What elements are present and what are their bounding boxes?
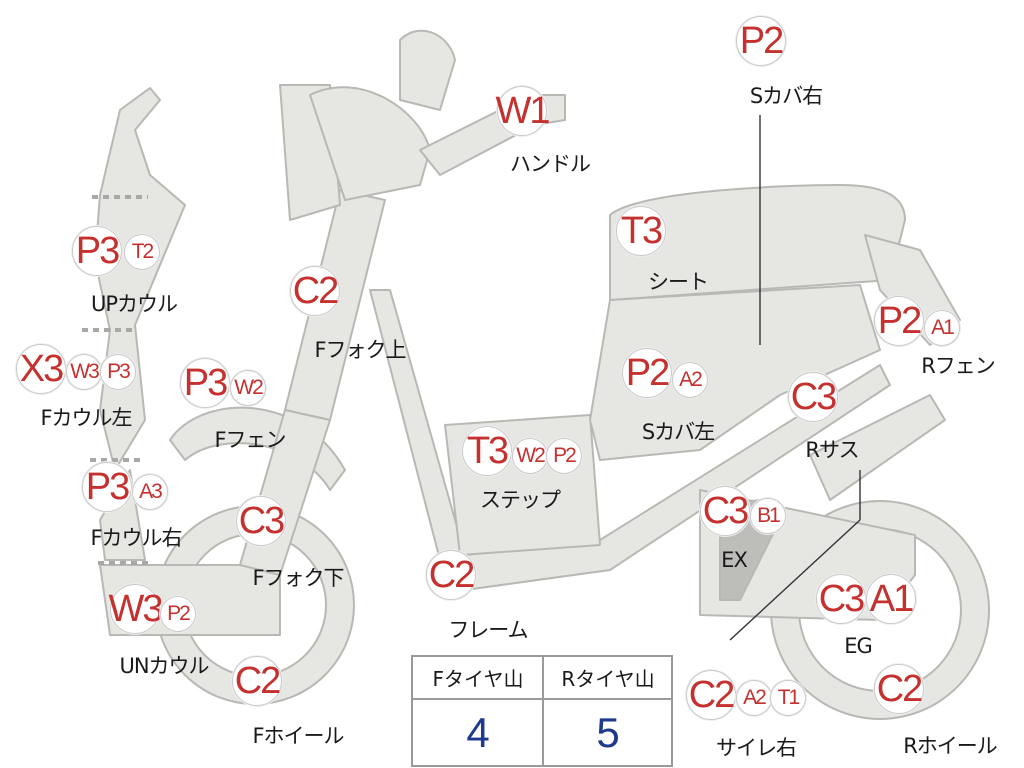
code-badge: C2 [290, 266, 340, 316]
code-badge: C3 [816, 574, 866, 624]
part-label-frame: フレーム [448, 618, 528, 642]
code-badge: C3 [236, 496, 286, 546]
front-tire-header: Fタイヤ山 [432, 666, 524, 691]
part-label-seat: シート [648, 270, 709, 294]
code-badge: W2 [230, 370, 266, 406]
code-badge: X3 [16, 344, 66, 394]
part-label-f-fork-lower: Fフォク下 [252, 566, 344, 590]
code-badge: P3 [72, 226, 122, 276]
part-label-up-cowl: UPカウル [90, 292, 178, 316]
code-badge: W1 [496, 86, 551, 136]
table-divider [542, 657, 544, 767]
part-label-r-suspension: Rサス [805, 438, 859, 462]
tire-tread-table: Fタイヤ山 Rタイヤ山 4 5 [411, 655, 673, 767]
code-badge: B1 [750, 498, 786, 534]
code-badge: C2 [232, 656, 282, 706]
part-label-f-fender: Fフェン [214, 428, 286, 452]
rear-tire-value: 5 [596, 709, 620, 756]
code-badge: W3 [66, 354, 102, 390]
code-badge: W3 [109, 584, 164, 634]
code-badge: P2 [874, 296, 924, 346]
code-badge: C3 [788, 372, 838, 422]
code-badge: A2 [736, 680, 772, 716]
part-label-step: ステップ [480, 488, 561, 512]
code-badge: A1 [924, 310, 960, 346]
code-badge: P3 [180, 358, 230, 408]
code-badge: T1 [770, 680, 806, 716]
part-label-f-wheel: Fホイール [252, 724, 344, 748]
code-badge: C2 [686, 670, 736, 720]
part-label-s-cover-left: Sカバ左 [641, 420, 715, 444]
part-label-f-fork-upper: Fフォク上 [314, 338, 406, 362]
code-badge: C2 [426, 550, 476, 600]
part-label-handle: ハンドル [510, 152, 591, 176]
code-badge: A1 [866, 574, 916, 624]
part-label-r-fender: Rフェン [921, 354, 996, 378]
code-badge: P3 [100, 354, 136, 390]
part-label-f-cowl-left: Fカウル左 [40, 406, 132, 430]
code-badge: P2 [736, 16, 786, 66]
code-badge: P3 [82, 462, 132, 512]
part-label-engine: EG [844, 634, 873, 658]
part-label-r-wheel: Rホイール [903, 734, 998, 758]
part-label-exhaust: EX [721, 548, 748, 572]
code-badge: P2 [546, 438, 582, 474]
code-badge: P2 [160, 596, 196, 632]
part-label-f-cowl-right: Fカウル右 [90, 526, 182, 550]
code-badge: A3 [132, 474, 168, 510]
code-badge: C2 [874, 664, 924, 714]
code-badge: C3 [700, 486, 750, 536]
code-badge: W2 [512, 438, 548, 474]
code-badge: T3 [462, 426, 512, 476]
code-badge: T3 [616, 206, 666, 256]
part-label-muffler-right: サイレ右 [716, 736, 797, 760]
code-badge: T2 [124, 234, 160, 270]
code-badge: P2 [622, 348, 672, 398]
part-label-un-cowl: UNカウル [119, 654, 209, 678]
front-tire-value: 4 [466, 709, 490, 756]
code-badge: A2 [672, 362, 708, 398]
part-label-s-cover-right: Sカバ右 [749, 84, 823, 108]
rear-tire-header: Rタイヤ山 [561, 666, 655, 691]
